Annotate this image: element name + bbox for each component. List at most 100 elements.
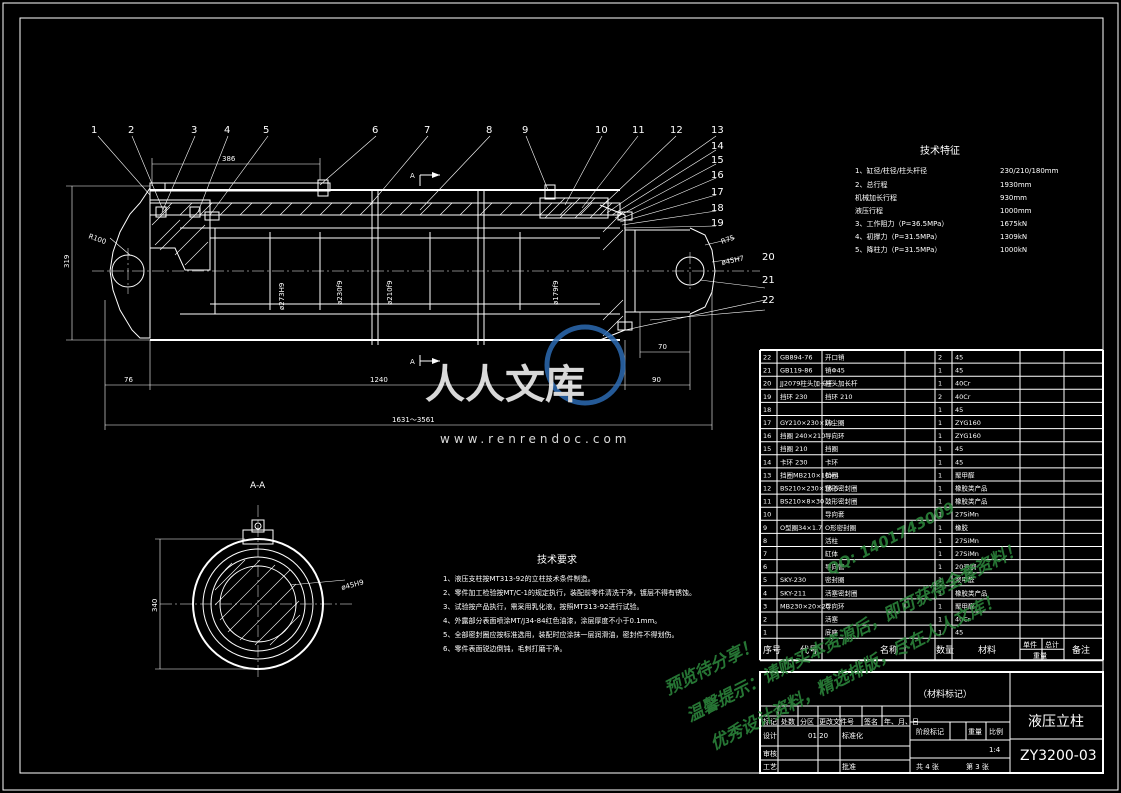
- dim-340: 340: [151, 599, 159, 612]
- bom-row-name: 防尘圈: [825, 418, 845, 427]
- part-label-1: 1: [91, 125, 97, 136]
- bom-row-material: 27SiMn: [955, 537, 979, 545]
- tech-spec-line-4: 液压行程: [855, 206, 883, 215]
- bom-row-no: 9: [763, 524, 767, 532]
- bom-row-no: 16: [763, 432, 771, 440]
- bom-row-no: 18: [763, 406, 771, 414]
- bom-row-no: 11: [763, 498, 771, 506]
- tech-req-line-5: 5、全部密封圈应按标准选用，装配时应涂抹一层润滑油，密封件不得划伤。: [443, 630, 678, 639]
- part-label-14: 14: [711, 141, 724, 152]
- dim-179: ø179f9: [552, 280, 560, 305]
- bom-row-name: O形密封圈: [825, 523, 856, 532]
- section-view-label: A-A: [250, 481, 266, 491]
- tech-spec-line-6: 4、初撑力（P=31.5MPa）: [855, 232, 941, 241]
- bom-header-weight: 重量: [1033, 652, 1047, 660]
- part-label-20: 20: [762, 252, 775, 263]
- tech-req-title: 技术要求: [537, 553, 577, 566]
- dim-r75: R75: [720, 234, 736, 246]
- tech-spec-line-7: 5、降柱力（P=31.5MPa）: [855, 245, 941, 254]
- tb-mark: 标记: [763, 717, 777, 726]
- bom-row-no: 22: [763, 354, 771, 362]
- bom-row-qty: 2: [938, 354, 942, 362]
- bom-row-no: 10: [763, 511, 771, 519]
- bom-row-qty: 1: [938, 511, 942, 519]
- bom-row-no: 1: [763, 629, 767, 637]
- bom-row-material: 45: [955, 445, 963, 453]
- tech-req-line-4: 4、外露部分表面喷涂MT/J34-84红色油漆，涂层厚度不小于0.1mm。: [443, 616, 661, 625]
- bom-row-material: 45: [955, 367, 963, 375]
- bom-row-material: 聚甲醛: [955, 575, 975, 584]
- bom-row-name: 蕾形密封圈: [825, 484, 858, 493]
- bom-row-code: SKY-211: [780, 589, 806, 597]
- drawing-number: ZY3200-03: [1020, 748, 1097, 764]
- bom-row-no: 21: [763, 367, 771, 375]
- tech-spec-line-1: 1、缸径/柱径/柱头杆径: [855, 166, 927, 175]
- bom-row-no: 15: [763, 445, 771, 453]
- bom-header-unit-weight: 单件: [1023, 640, 1037, 649]
- bom-row-no: 19: [763, 393, 771, 401]
- part-label-7: 7: [424, 125, 430, 136]
- part-leaders: [97, 135, 766, 331]
- tb-review: 审核: [763, 749, 777, 758]
- bom-header-remark: 备注: [1072, 644, 1090, 656]
- dimension-lines: [66, 158, 741, 430]
- tb-sheets: 共 4 张: [916, 762, 939, 771]
- bom-row-qty: 1: [938, 576, 942, 584]
- part-label-18: 18: [711, 203, 724, 214]
- tb-scale-value: 1:4: [989, 746, 1001, 754]
- bom-row-name: 活塞密封圈: [825, 588, 858, 597]
- tb-scale: 比例: [989, 727, 1003, 736]
- part-label-3: 3: [191, 125, 197, 136]
- bom-row-no: 6: [763, 563, 767, 571]
- bom-row-qty: 1: [938, 550, 942, 558]
- bom-row-material: 40Cr: [955, 380, 971, 388]
- tech-spec-value-6: 1309kN: [1000, 233, 1027, 241]
- bom-row-no: 3: [763, 602, 767, 610]
- part-label-17: 17: [711, 187, 724, 198]
- bom-row-material: 橡胶类产品: [955, 484, 988, 493]
- tb-sheet-no: 第 3 张: [966, 762, 989, 771]
- part-label-8: 8: [486, 125, 492, 136]
- tech-spec-value-4: 1000mm: [1000, 207, 1032, 215]
- tech-spec-value-1: 230/210/180mm: [1000, 167, 1059, 175]
- bom-row-name: 导向环: [825, 601, 845, 610]
- bom-row-code: GB119-86: [780, 367, 813, 375]
- bom-row-material: ZYG160: [955, 432, 981, 440]
- tb-date: 年、月、日: [884, 717, 919, 726]
- tb-count: 处数: [781, 717, 795, 726]
- dim-90: 90: [652, 376, 661, 384]
- bom-row-no: 20: [763, 380, 771, 388]
- watermark-site: www.renrendoc.com: [440, 432, 630, 446]
- part-label-10: 10: [595, 125, 608, 136]
- tech-specs: 技术特征 1、缸径/柱径/柱头杆径 230/210/180mm 2、总行程 19…: [855, 144, 1059, 254]
- part-label-22: 22: [762, 295, 775, 306]
- bom-row-qty: 2: [938, 393, 942, 401]
- part-label-2: 2: [128, 125, 134, 136]
- tech-req-line-3: 3、试验按产品执行，需采用乳化液，按照MT313-92进行试验。: [443, 602, 644, 611]
- bom-row-name: 导向套: [825, 510, 845, 519]
- bom-row-material: ZYG160: [955, 419, 981, 427]
- tb-weight: 重量: [968, 728, 982, 736]
- watermark-brand: 人人文库: [425, 362, 585, 408]
- bom-row-material: 20号钢: [955, 563, 977, 571]
- bom-row-material: 45: [955, 458, 963, 466]
- bom-row-material: 橡胶: [955, 523, 969, 532]
- bom-row-material: 27SiMn: [955, 550, 979, 558]
- material-mark: （材料标记）: [918, 688, 972, 700]
- bom-row-material: 聚甲醛: [955, 601, 975, 610]
- bom-row-name: 挡圈: [825, 444, 838, 453]
- bom-row-qty: 1: [938, 485, 942, 493]
- part-label-19: 19: [711, 218, 724, 229]
- bom-header-total-weight: 总计: [1045, 640, 1059, 649]
- bom-row-material: 橡胶类产品: [955, 588, 988, 597]
- bom-row-code: 挡圈 210: [780, 444, 807, 453]
- tech-req-line-2: 2、零件加工检验按MT/C-1的规定执行，装配前零件清洗干净，镀层不得有锈蚀。: [443, 588, 696, 597]
- bom-row-qty: 1: [938, 445, 942, 453]
- bom-row-material: 45: [955, 629, 963, 637]
- part-label-6: 6: [372, 125, 378, 136]
- bom-row-qty: 1: [938, 524, 942, 532]
- part-label-21: 21: [762, 275, 775, 286]
- title-block: （材料标记） 液压立柱 ZY3200-03 标记 处数 分区 更改文件号 签名 …: [759, 671, 1104, 774]
- section-marker-top: A: [410, 172, 415, 180]
- part-label-5: 5: [263, 125, 269, 136]
